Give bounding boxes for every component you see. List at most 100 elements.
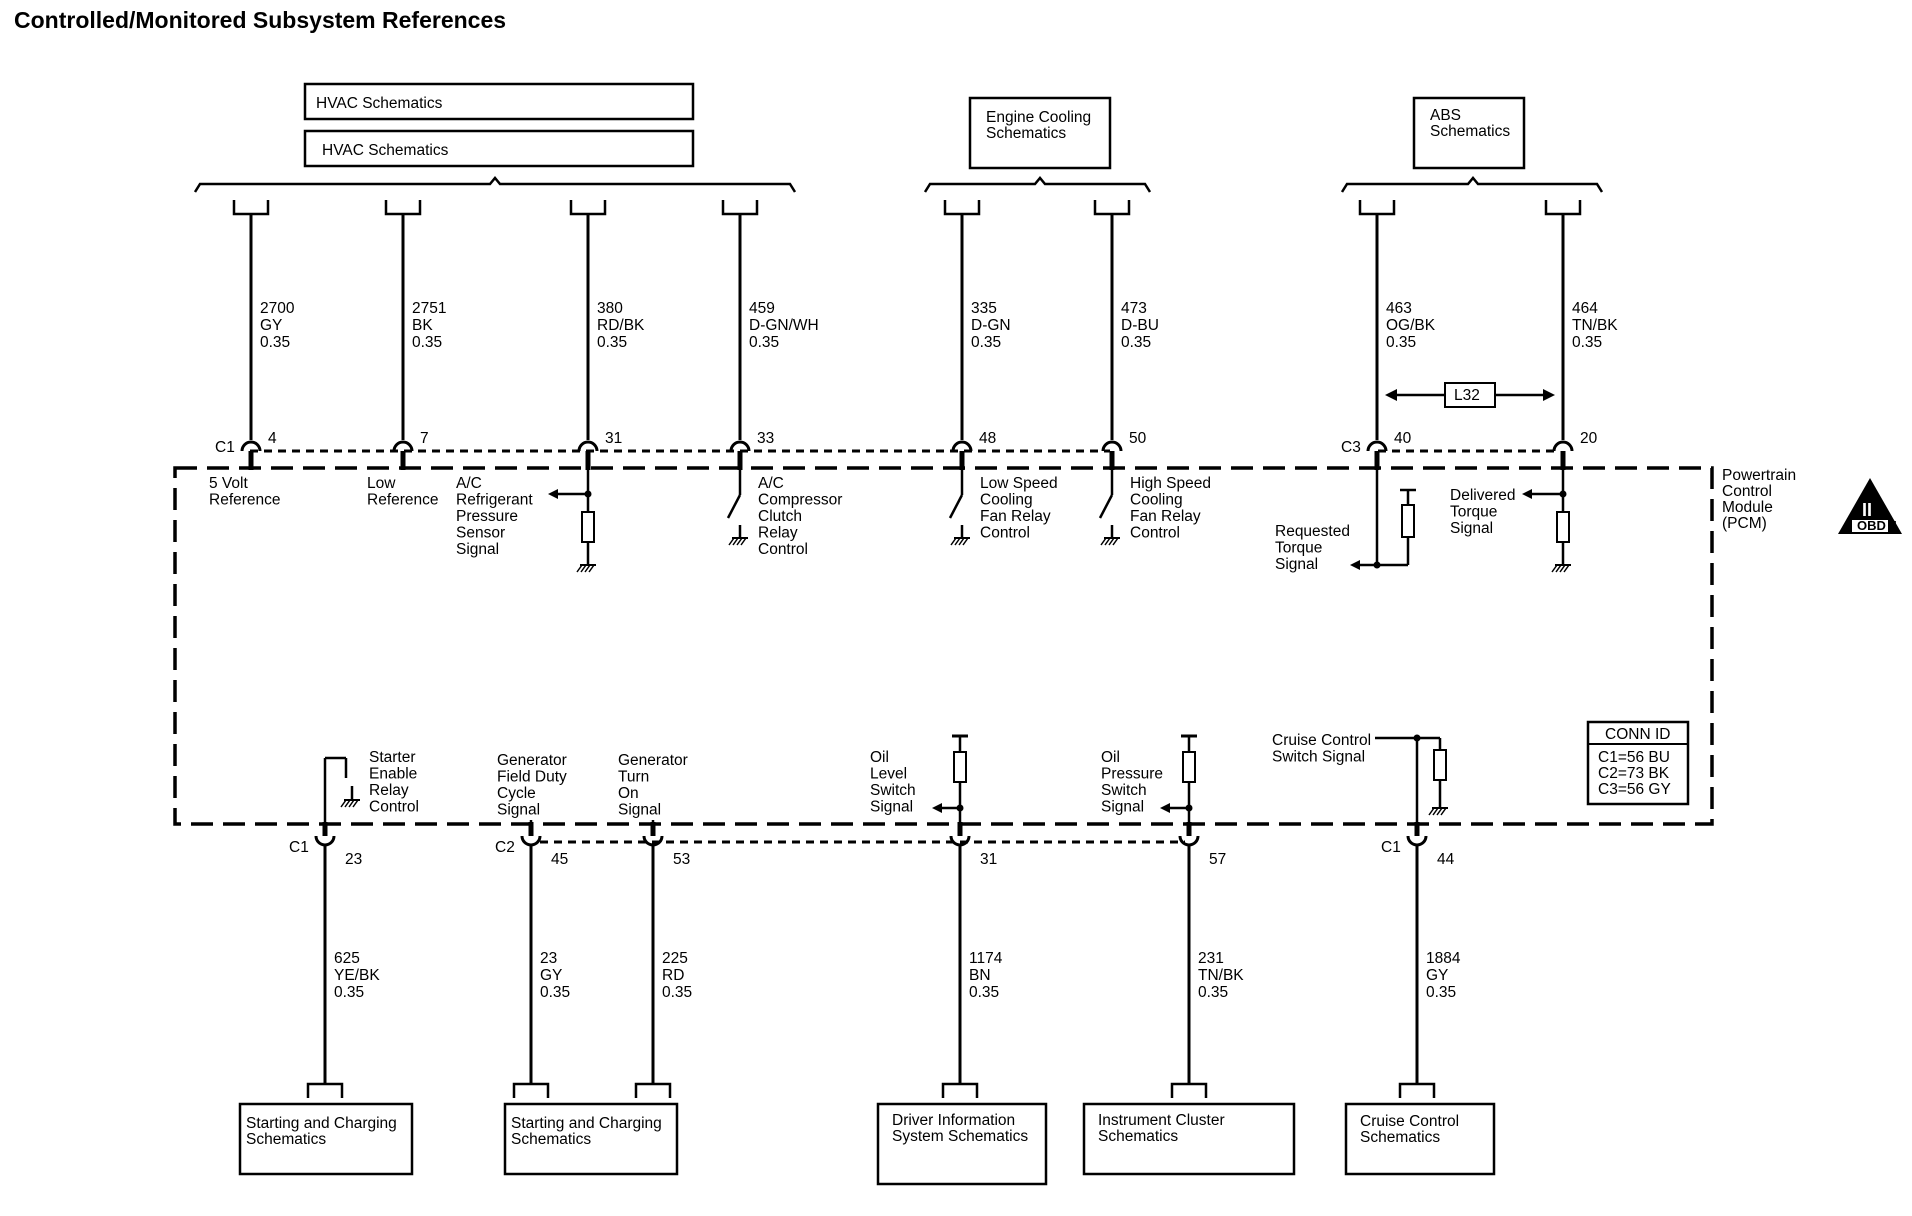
connector-id: C1 (289, 839, 309, 856)
pin-number: 50 (1129, 430, 1147, 447)
pin-number: 4 (268, 430, 277, 447)
circuit-number: 380 (597, 300, 623, 317)
wire-color: BN (969, 967, 991, 984)
pcm-module-boundary (173, 466, 1714, 826)
label-line: Fan Relay (1130, 508, 1201, 525)
label-line: Control (1130, 525, 1180, 542)
label-line: Refrigerant (456, 492, 533, 509)
svg-text:Schematics: Schematics (1360, 1129, 1440, 1146)
l32-label: L32 (1454, 387, 1480, 404)
label-line: Pressure (456, 508, 518, 525)
label-line: Switch (1101, 782, 1147, 799)
wire-gauge: 0.35 (749, 334, 779, 351)
pin-number: 57 (1209, 851, 1226, 868)
page-title: Controlled/Monitored Subsystem Reference… (14, 7, 506, 33)
svg-text:Schematics: Schematics (511, 1131, 591, 1148)
label-line: Switch (870, 782, 916, 799)
wire-color: GY (540, 967, 562, 984)
pcm-module-label: Powertrain Control Module (PCM) (1722, 467, 1796, 532)
label-line: Level (870, 766, 907, 783)
label-line: Starter (369, 749, 416, 766)
circuit-number: 459 (749, 300, 775, 317)
label-line: Control (758, 541, 808, 558)
circuit-number: 1174 (969, 950, 1003, 967)
label-line: Turn (618, 769, 649, 786)
wire-gauge: 0.35 (334, 984, 364, 1001)
engine-cooling-reference-box: Engine Cooling Schematics (968, 96, 1112, 170)
pin-number: 20 (1580, 430, 1598, 447)
wire-color: D-GN (971, 317, 1011, 334)
obd-ii-badge: OBD II II (1838, 478, 1902, 534)
wire-gauge: 0.35 (1386, 334, 1416, 351)
label-line: Cooling (1130, 492, 1183, 509)
label-line: Generator (618, 752, 688, 769)
svg-text:Starting and Charging: Starting and Charging (511, 1115, 662, 1132)
svg-text:Instrument Cluster: Instrument Cluster (1098, 1112, 1225, 1129)
circuit-number: 625 (334, 950, 360, 967)
circuit-number: 225 (662, 950, 688, 967)
label-line: Signal (497, 802, 540, 819)
svg-text:Module: Module (1722, 499, 1773, 516)
svg-text:C2=73 BK: C2=73 BK (1598, 765, 1670, 782)
top-wires: 2700GY0.354C12751BK0.357380RD/BK0.353145… (215, 200, 1618, 470)
label-line: Switch Signal (1272, 749, 1365, 766)
label-line: Torque (1450, 504, 1497, 521)
wire-gauge: 0.35 (1121, 334, 1151, 351)
label-line: Control (980, 525, 1030, 542)
label-line: A/C (456, 475, 482, 492)
label-line: Relay (369, 782, 409, 799)
pin-number: 53 (673, 851, 690, 868)
starting-charging-reference-box-2: Starting and Charging Schematics (503, 1102, 679, 1176)
connector-id: C2 (495, 839, 515, 856)
pin-number: 40 (1394, 430, 1412, 447)
circuit-number: 1884 (1426, 950, 1461, 967)
label-line: Cruise Control (1272, 732, 1371, 749)
svg-text:Engine Cooling: Engine Cooling (986, 109, 1091, 126)
wire-gauge: 0.35 (412, 334, 442, 351)
ac-pressure-sensor-circuit (548, 470, 596, 573)
wire-color: D-GN/WH (749, 317, 819, 334)
cruise-control-reference-box: Cruise Control Schematics (1344, 1102, 1496, 1176)
label-line: On (618, 785, 639, 802)
circuit-number: 463 (1386, 300, 1412, 317)
label-line: Signal (1450, 520, 1493, 537)
conn-id-box: CONN ID C1=56 BU C2=73 BK C3=56 GY (1586, 720, 1690, 806)
connector-id: C1 (1381, 839, 1401, 856)
label-line: Signal (870, 799, 913, 816)
svg-text:Control: Control (1722, 483, 1772, 500)
wire-color: GY (1426, 967, 1448, 984)
cruise-control-switch-circuit (1375, 734, 1448, 822)
wire-gauge: 0.35 (597, 334, 627, 351)
starting-charging-reference-box-1: Starting and Charging Schematics (238, 1102, 414, 1176)
wire-color: OG/BK (1386, 317, 1436, 334)
wire-color: TN/BK (1572, 317, 1618, 334)
pin-number: 31 (980, 851, 997, 868)
pin-number: 23 (345, 851, 362, 868)
wire-color: BK (412, 317, 433, 334)
pin-number: 33 (757, 430, 774, 447)
wire-color: TN/BK (1198, 967, 1244, 984)
wire-gauge: 0.35 (969, 984, 999, 1001)
label-line: Signal (456, 541, 499, 558)
svg-text:Starting and Charging: Starting and Charging (246, 1115, 397, 1132)
driver-information-reference-box: Driver Information System Schematics (876, 1102, 1048, 1186)
delivered-torque-circuit (1522, 470, 1571, 573)
low-speed-fan-relay-switch (948, 470, 970, 546)
pin-number: 44 (1437, 851, 1455, 868)
